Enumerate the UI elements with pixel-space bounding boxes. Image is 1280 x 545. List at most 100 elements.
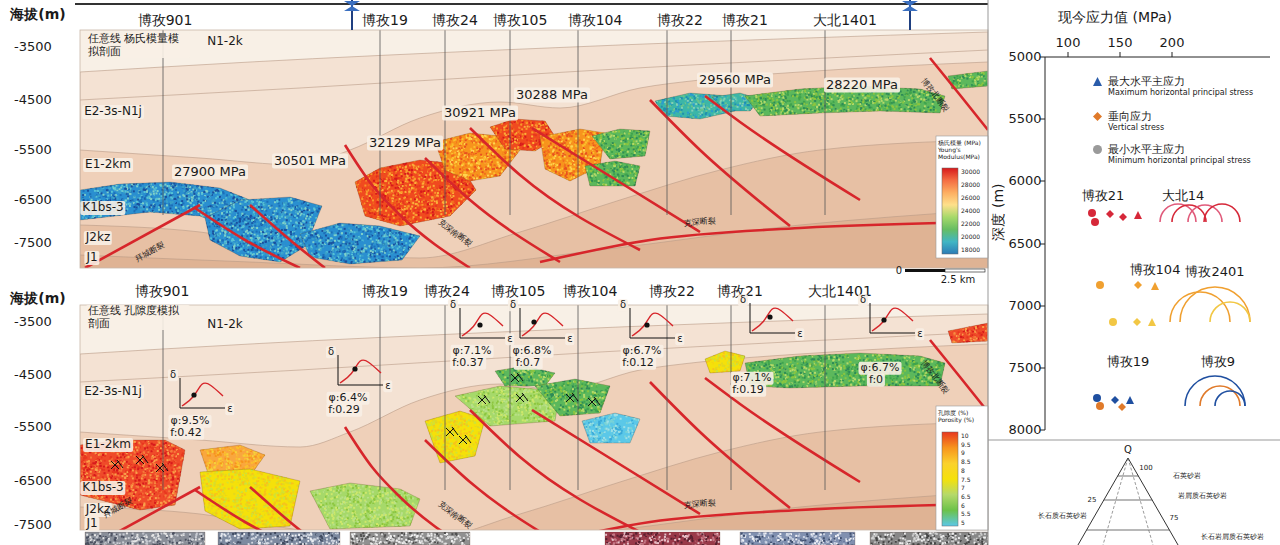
speckle [101, 189, 103, 191]
speckle [217, 203, 219, 205]
speckle [225, 198, 227, 200]
speckle [139, 197, 141, 199]
speckle [125, 190, 127, 192]
speckle [185, 201, 187, 203]
speckle [109, 191, 111, 193]
speckle [205, 212, 207, 214]
speckle [218, 202, 220, 204]
speckle [173, 211, 175, 213]
speckle [180, 184, 182, 186]
speckle [225, 191, 227, 193]
speckle [222, 204, 224, 206]
speckle [94, 193, 96, 195]
speckle [140, 189, 142, 191]
speckle [87, 190, 89, 192]
speckle [153, 193, 155, 195]
speckle [203, 191, 205, 193]
speckle [130, 190, 132, 192]
speckle [214, 202, 216, 204]
speckle [200, 202, 202, 204]
speckle [220, 193, 222, 195]
speckle [142, 202, 144, 204]
speckle [116, 188, 118, 190]
speckle [132, 199, 134, 201]
speckle [204, 186, 206, 188]
speckle [166, 190, 168, 192]
speckle [154, 189, 156, 191]
speckle [159, 204, 161, 206]
speckle [179, 196, 181, 198]
speckle [178, 203, 180, 205]
speckle [210, 205, 212, 207]
speckle [136, 185, 138, 187]
speckle [182, 186, 184, 188]
speckle [178, 199, 180, 201]
speckle [205, 207, 207, 209]
speckle [140, 206, 142, 208]
speckle [144, 191, 146, 193]
speckle [137, 199, 139, 201]
speckle [301, 211, 303, 213]
speckle [168, 185, 170, 187]
speckle [108, 187, 110, 189]
speckle [196, 198, 198, 200]
speckle [239, 225, 241, 227]
speckle [175, 207, 177, 209]
speckle [120, 194, 122, 196]
speckle [129, 193, 131, 195]
speckle [140, 201, 142, 203]
speckle [164, 203, 166, 205]
speckle [130, 201, 132, 203]
speckle [164, 200, 166, 202]
speckle [113, 187, 115, 189]
speckle [201, 208, 203, 210]
speckle [211, 200, 213, 202]
speckle [167, 194, 169, 196]
speckle [175, 189, 177, 191]
speckle [138, 203, 140, 205]
speckle [297, 200, 299, 202]
speckle [124, 188, 126, 190]
speckle [131, 185, 133, 187]
speckle [193, 193, 195, 195]
speckle [154, 204, 156, 206]
speckle [121, 190, 123, 192]
speckle [126, 193, 128, 195]
speckle [177, 191, 179, 193]
speckle [198, 194, 200, 196]
speckle [228, 196, 230, 198]
speckle [208, 210, 210, 212]
speckle [188, 206, 190, 208]
speckle [137, 183, 139, 185]
speckle [142, 208, 144, 210]
speckle [172, 209, 174, 211]
speckle [183, 195, 185, 197]
speckle [82, 194, 84, 196]
speckle [181, 204, 183, 206]
speckle [180, 202, 182, 204]
speckle [193, 204, 195, 206]
speckle [213, 205, 215, 207]
speckle [146, 193, 148, 195]
speckle [204, 204, 206, 206]
speckle [95, 196, 97, 198]
speckle [212, 191, 214, 193]
speckle [173, 187, 175, 189]
speckle [213, 199, 215, 201]
speckle [117, 196, 119, 198]
speckle [166, 204, 168, 206]
speckle [106, 189, 108, 191]
speckle [172, 195, 174, 197]
speckle [183, 190, 185, 192]
speckle [209, 207, 211, 209]
speckle [134, 203, 136, 205]
speckle [127, 203, 129, 205]
speckle [101, 192, 103, 194]
speckle [158, 209, 160, 211]
speckle [166, 201, 168, 203]
speckle [113, 192, 115, 194]
speckle [215, 190, 217, 192]
speckle [149, 206, 151, 208]
speckle [183, 207, 185, 209]
speckle [96, 192, 98, 194]
